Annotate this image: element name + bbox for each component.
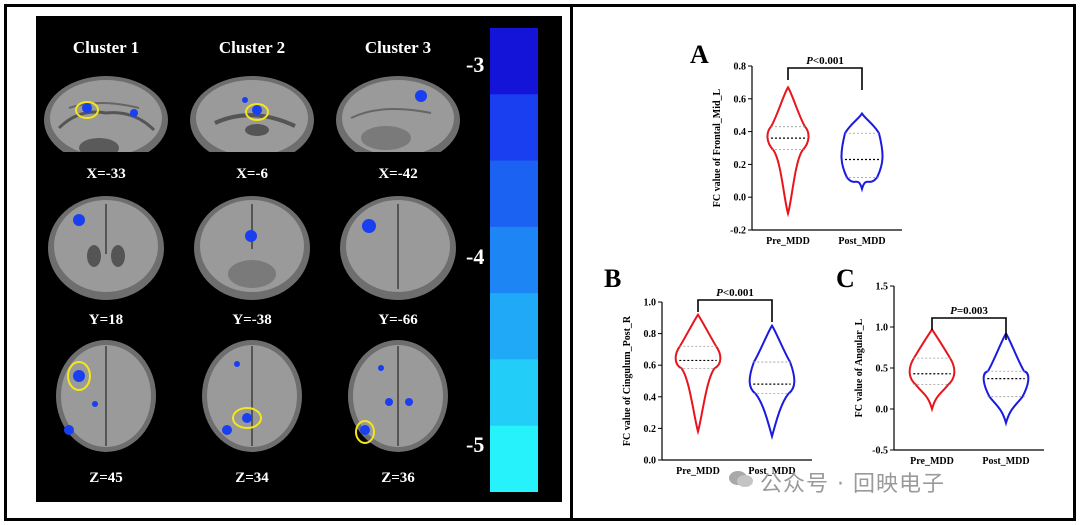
y-tick-label: 0.0 [644,456,657,467]
y-tick-label: 0.6 [734,94,747,105]
y-tick-label: 0.0 [876,405,889,416]
colorbar-segment [490,28,538,95]
y-tick-label: 0.0 [734,193,747,204]
y-tick-label: 1.5 [876,282,889,293]
y-tick-label: 1.0 [876,323,889,334]
colorbar-label-bottom: -5 [466,432,485,457]
brain-slice-coronal-3 [340,196,456,300]
violin-chart-b: 1.0 0.8 0.6 0.4 0.2 0.0 FC value of Cingulum_P… [622,287,812,477]
x-tick-label: Post_MDD [982,456,1029,467]
violin-pre_mdd [766,85,810,218]
p-value-label: P<0.001 [806,55,844,67]
brain-slice-axial-3 [348,340,448,452]
brain-slice-axial-2 [202,340,302,452]
p-value-label: P<0.001 [716,287,754,299]
coord-z-1: Z=45 [89,470,123,486]
y-tick-label: 1.0 [644,298,657,309]
brain-slice-coronal-2 [194,196,310,300]
x-tick-label: Pre_MDD [766,236,810,247]
y-tick-label: 0.8 [644,329,657,340]
colorbar-segment [490,226,538,294]
coord-x-3: X=-42 [378,166,418,182]
violin-pre_mdd [908,327,956,413]
colorbar-label-top: -3 [466,52,485,77]
y-axis-label: FC value of Frontal_Mid_L [712,88,723,207]
coord-x-1: X=-33 [86,166,126,182]
coord-x-2: X=-6 [236,166,268,182]
colorbar-segment [490,94,538,162]
watermark: 公众号 · 回映电子 [760,472,945,497]
significance-bracket [787,67,863,90]
panel-divider [570,4,573,521]
panel-letter-a: A [690,40,709,69]
coord-z-3: Z=36 [381,470,415,486]
y-axis-label: FC value of Angular_L [854,318,865,417]
cluster-title-3: Cluster 3 [364,38,432,57]
brain-panel: Cluster 1 Cluster 2 Cluster 3 X=-33 X=-6… [36,16,562,502]
colorbar-segment [490,160,538,228]
coord-y-2: Y=-38 [232,312,272,328]
colorbar-segment [490,359,538,427]
brain-slice-sagittal-2 [185,76,319,168]
coord-y-1: Y=18 [88,312,124,328]
y-tick-label: -0.5 [872,446,888,457]
colorbar-segment [490,425,538,492]
panel-letter-c: C [836,264,855,293]
brain-slice-sagittal-3 [331,76,465,168]
significance-bracket [931,317,1007,340]
y-tick-label: 0.2 [734,160,747,171]
x-tick-label: Post_MDD [838,236,885,247]
panel-letter-b: B [604,264,622,293]
cluster-title-2: Cluster 2 [218,38,286,57]
brain-slice-coronal-1 [48,196,164,300]
colorbar [490,28,538,492]
violin-chart-a: 0.8 0.6 0.4 0.2 0.0 -0.2 FC value of Frontal_M… [712,55,902,247]
violin-pre_mdd [674,312,722,436]
p-value-label: P=0.003 [950,305,988,317]
colorbar-segment [490,293,538,360]
violin-post_mdd [982,331,1030,427]
y-tick-label: 0.5 [876,364,889,375]
violin-post_mdd [748,323,796,440]
cluster-title-1: Cluster 1 [72,38,140,57]
x-tick-label: Pre_MDD [676,466,720,477]
colorbar-label-mid: -4 [466,244,485,269]
y-tick-label: 0.4 [734,127,747,138]
wechat-icon [729,471,753,487]
brain-slice-axial-1 [56,340,156,452]
y-tick-label: 0.4 [644,392,657,403]
y-tick-label: 0.8 [734,62,747,73]
x-tick-label: Pre_MDD [910,456,954,467]
significance-bracket [697,299,773,322]
y-tick-label: 0.2 [644,424,657,435]
y-axis-label: FC value of Cingulum_Post_R [622,315,633,446]
violin-chart-c: 1.5 1.0 0.5 0.0 -0.5 FC value of Angular_L Pre… [854,282,1044,467]
y-tick-label: -0.2 [730,226,746,237]
coord-z-2: Z=34 [235,470,269,486]
brain-slice-sagittal-1 [39,76,173,168]
coord-y-3: Y=-66 [378,312,418,328]
y-tick-label: 0.6 [644,361,657,372]
figure-frame [4,4,1076,521]
x-tick-label: Post_MDD [748,466,795,477]
